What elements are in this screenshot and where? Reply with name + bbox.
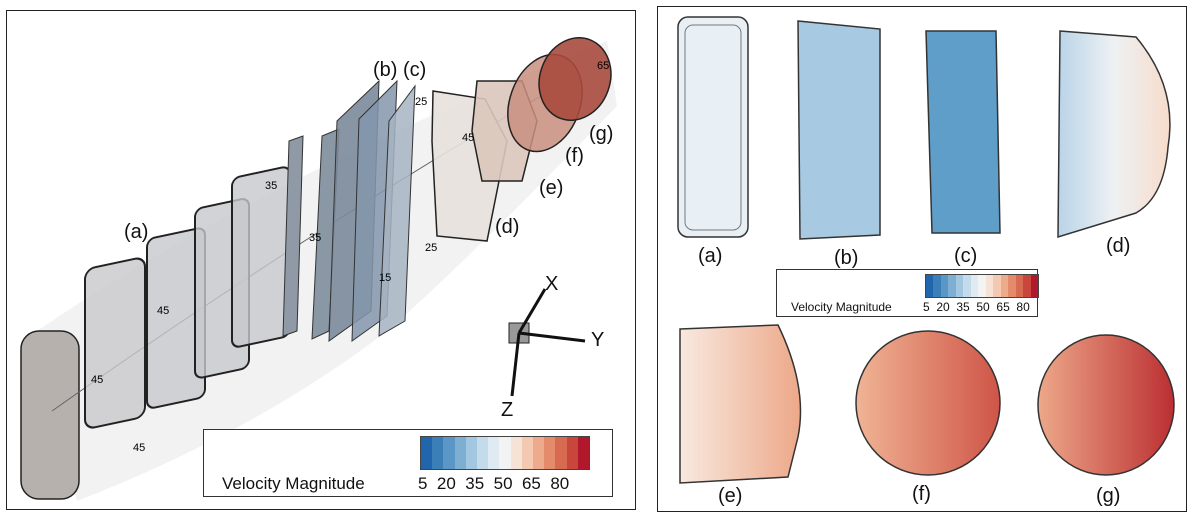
contour-line <box>684 24 742 231</box>
axis-y-line <box>518 331 586 343</box>
slice-g-left <box>538 37 612 121</box>
slice-f <box>855 330 1001 476</box>
legend-title-left: Velocity Magnitude <box>222 474 365 493</box>
label-g: (g) <box>1096 485 1121 507</box>
slice-thin-1 <box>282 135 304 337</box>
slice-c <box>925 30 1001 234</box>
contour-label: 15 <box>379 272 391 284</box>
slice-a <box>677 16 749 238</box>
slice-a-left <box>84 257 146 429</box>
label-a: (a) <box>124 221 149 243</box>
axis-y-label: Y <box>591 329 605 351</box>
slice-e <box>679 324 802 484</box>
label-c: (c) <box>403 59 427 81</box>
legend-left: Velocity Magnitude 5 20 35 50 65 80 <box>203 429 613 497</box>
slice-c-left <box>378 84 416 337</box>
slice-d <box>1057 30 1171 239</box>
contour-label: 45 <box>462 132 474 144</box>
label-d: (d) <box>1106 235 1131 257</box>
slice-a4 <box>231 166 291 348</box>
contour-label: 45 <box>157 305 169 317</box>
slice-b <box>797 20 881 240</box>
label-f: (f) <box>912 483 931 505</box>
label-e: (e) <box>539 177 564 199</box>
label-d: (d) <box>495 216 520 238</box>
label-c: (c) <box>954 245 978 267</box>
left-panel-3d-view: 45 45 45 35 35 25 25 15 45 65 (a) (b) (c… <box>6 10 636 510</box>
legend-ticks-right: 5 20 35 50 65 80 <box>923 300 1030 314</box>
inlet-face <box>20 330 80 500</box>
legend-title-right: Velocity Magnitude <box>791 300 892 314</box>
contour-label: 45 <box>91 374 103 386</box>
label-a: (a) <box>698 245 723 267</box>
contour-label: 35 <box>309 232 321 244</box>
contour-label: 45 <box>133 442 145 454</box>
axis-x-line <box>517 288 547 334</box>
right-panel-slices: (a) (b) (c) (d) (e) (f) (g) Velocity Mag… <box>657 6 1187 512</box>
colorbar-right <box>925 274 1039 298</box>
axis-x-label: X <box>545 273 559 295</box>
legend-ticks-left: 5 20 35 50 65 80 <box>418 474 570 493</box>
label-b: (b) <box>373 59 398 81</box>
colorbar-left <box>420 436 590 470</box>
slice-g <box>1037 334 1175 476</box>
contour-label: 65 <box>597 60 609 72</box>
label-g: (g) <box>589 123 614 145</box>
contour-label: 25 <box>425 242 437 254</box>
contour-label: 25 <box>415 96 427 108</box>
axis-z-label: Z <box>501 399 514 421</box>
label-f: (f) <box>565 145 584 167</box>
duct-3d-diagram: 45 45 45 35 35 25 25 15 45 65 <box>20 37 617 501</box>
contour-label: 35 <box>265 180 277 192</box>
label-b: (b) <box>834 247 859 269</box>
legend-right: Velocity Magnitude 5 20 35 50 65 80 <box>776 269 1039 317</box>
label-e: (e) <box>718 485 743 507</box>
axis-z-line <box>510 332 521 397</box>
slice-contours <box>677 16 1175 484</box>
